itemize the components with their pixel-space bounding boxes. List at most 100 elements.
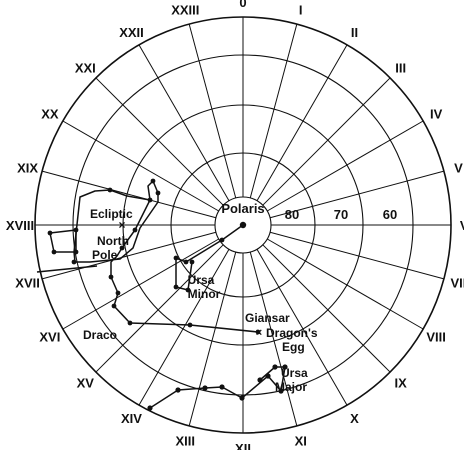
- hour-label: XVIII: [6, 218, 34, 233]
- star: [73, 249, 79, 255]
- hour-label: 0: [239, 0, 246, 10]
- dragons-egg-label-2: Egg: [282, 340, 305, 354]
- hour-line: [262, 244, 391, 373]
- star: [175, 387, 181, 393]
- hour-line: [266, 238, 424, 330]
- hour-label: VIII: [426, 330, 446, 345]
- hour-label: V: [454, 160, 463, 175]
- star: [127, 320, 133, 326]
- declination-label-60: 60: [383, 207, 397, 222]
- hour-label: XVII: [15, 276, 40, 291]
- hour-label: XX: [41, 107, 59, 122]
- hour-line: [138, 248, 230, 406]
- hour-label: XV: [77, 376, 95, 391]
- hour-line: [95, 244, 224, 373]
- star: [132, 227, 138, 233]
- hour-label: VI: [460, 218, 464, 233]
- star: [47, 230, 53, 236]
- hour-line: [188, 251, 237, 427]
- draco-head-figure: [49, 229, 77, 253]
- star: [115, 290, 121, 296]
- star: [265, 373, 271, 379]
- ecliptic-label: Ecliptic: [90, 207, 133, 221]
- star: [282, 364, 288, 370]
- declination-label-70: 70: [334, 207, 348, 222]
- star: [257, 377, 263, 383]
- hour-line: [262, 77, 391, 206]
- star: [278, 388, 284, 394]
- star: [119, 245, 125, 251]
- star: [71, 259, 77, 265]
- hour-line: [95, 77, 224, 206]
- north-label: North: [97, 234, 129, 248]
- hour-line: [256, 248, 348, 406]
- star: [150, 178, 156, 184]
- star: [255, 329, 261, 335]
- hour-label: IV: [430, 107, 443, 122]
- hour-line: [269, 231, 445, 280]
- hour-label: IX: [395, 376, 408, 391]
- hour-line: [269, 170, 445, 219]
- star: [239, 221, 247, 229]
- hour-line: [41, 231, 217, 280]
- star: [189, 259, 195, 265]
- hour-line: [188, 23, 237, 199]
- star: [147, 405, 153, 411]
- hour-label: XII: [235, 441, 251, 450]
- hour-line: [256, 44, 348, 202]
- hour-line: [62, 238, 220, 330]
- star: [185, 287, 191, 293]
- ursa-major-figure: [149, 366, 286, 409]
- star: [111, 303, 117, 309]
- star: [155, 190, 161, 196]
- star: [202, 385, 208, 391]
- ursa-minor-label-2: Minor: [188, 287, 221, 301]
- star: [51, 249, 57, 255]
- hour-label: II: [351, 25, 358, 40]
- hour-label: I: [299, 3, 303, 18]
- star: [219, 384, 225, 390]
- pole-label: Pole: [92, 248, 118, 262]
- star: [183, 259, 189, 265]
- hour-line: [138, 44, 230, 202]
- hour-line: [266, 120, 424, 212]
- hour-line: [41, 170, 217, 219]
- star: [173, 255, 179, 261]
- hour-line: [249, 251, 298, 427]
- constellations: [36, 178, 288, 411]
- hour-line: [62, 120, 220, 212]
- star: [107, 187, 113, 193]
- draco-figure: [73, 180, 259, 333]
- hour-label: XIII: [176, 433, 196, 448]
- ursa-minor-label-1: Ursa: [188, 273, 215, 287]
- hour-label: XXII: [119, 25, 144, 40]
- ursa-major-label-2: Major: [275, 380, 307, 394]
- hour-label: XI: [295, 433, 307, 448]
- star: [73, 227, 79, 233]
- star: [219, 237, 225, 243]
- star: [272, 364, 278, 370]
- declination-label-80: 80: [285, 207, 299, 222]
- giansar-label: Giansar: [245, 311, 290, 325]
- ursa-major-label-1: Ursa: [281, 366, 308, 380]
- polaris-label: Polaris: [221, 201, 264, 216]
- star: [147, 197, 153, 203]
- ecliptic-pole-marker: ×: [118, 218, 125, 232]
- hour-line: [249, 23, 298, 199]
- hour-label: XVI: [39, 330, 60, 345]
- hour-label: XXIII: [171, 3, 199, 18]
- star: [187, 322, 193, 328]
- dragons-egg-marker: ×: [256, 327, 262, 339]
- hour-label: VII: [450, 276, 464, 291]
- hour-label: XXI: [75, 60, 96, 75]
- coordinate-grid: [34, 16, 452, 434]
- star: [239, 395, 245, 401]
- hour-label: III: [395, 60, 406, 75]
- star: [173, 284, 179, 290]
- boundary-line: [36, 265, 98, 273]
- star: [108, 274, 114, 280]
- hour-label: XIV: [121, 411, 142, 426]
- hour-label: X: [350, 411, 359, 426]
- hour-label: XIX: [17, 160, 38, 175]
